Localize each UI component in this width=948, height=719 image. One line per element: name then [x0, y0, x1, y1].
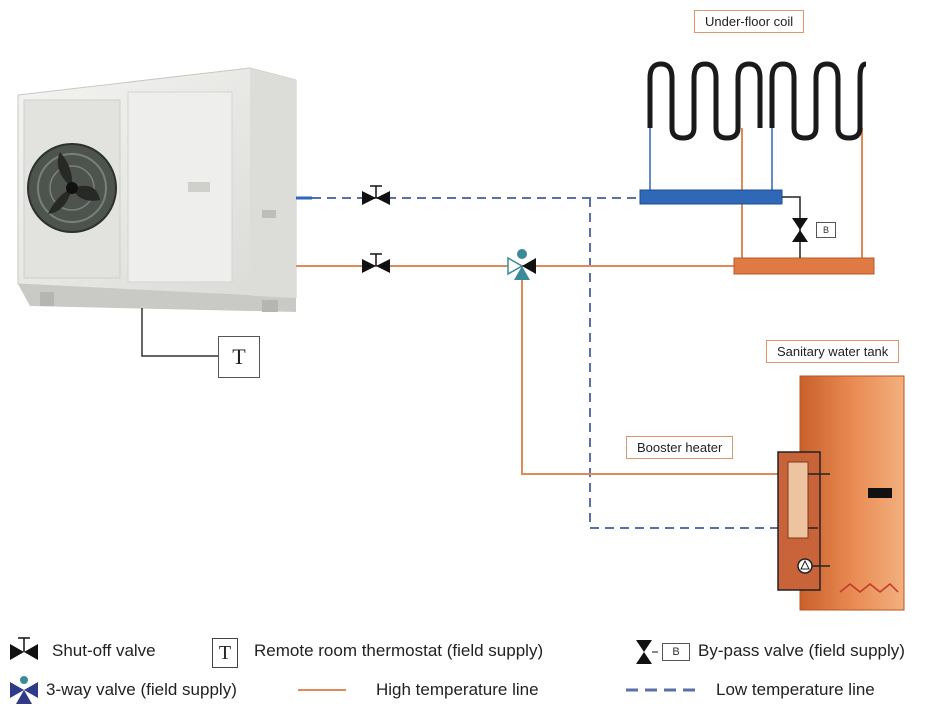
legend-shutoff-icon: [10, 637, 38, 660]
return-manifold: [733, 257, 875, 275]
bypass-valve-icon: [792, 218, 808, 242]
thermostat-wire: [141, 308, 218, 357]
legend-high-text: High temperature line: [376, 680, 539, 699]
legend-bypass-b-box: B: [662, 643, 690, 661]
legend-bypass-text: By-pass valve (field supply): [698, 641, 905, 660]
thermostat-box: T: [218, 336, 260, 378]
three-way-valve-icon: [507, 249, 536, 280]
legend-shutoff-text: Shut-off valve: [52, 641, 156, 660]
high-temperature-lines: [296, 128, 863, 475]
bypass-b-box: B: [816, 222, 836, 238]
low-temperature-lines: [296, 196, 788, 529]
under-floor-coil: [647, 61, 867, 141]
coil-feeds: [649, 128, 773, 192]
legend-three-way-icon: [10, 676, 38, 704]
booster-heater: [777, 451, 830, 591]
legend-thermostat-text: Remote room thermostat (field supply): [254, 641, 544, 660]
legend-threeway-text: 3-way valve (field supply): [46, 680, 237, 699]
sanitary-tank-label: Sanitary water tank: [766, 340, 900, 363]
heat-pump-unit: [17, 67, 297, 312]
shutoff-valve-icon: [362, 185, 390, 205]
legend-bypass-icon: [636, 640, 658, 664]
booster-heater-label: Booster heater: [626, 436, 734, 459]
bypass-line: [782, 196, 801, 258]
shutoff-valve-icon: [362, 253, 390, 273]
underfloor-coil-label: Under-floor coil: [694, 10, 805, 33]
supply-manifold: [639, 189, 783, 205]
legend-thermostat-icon: T: [212, 638, 238, 668]
legend-low-text: Low temperature line: [716, 680, 875, 699]
